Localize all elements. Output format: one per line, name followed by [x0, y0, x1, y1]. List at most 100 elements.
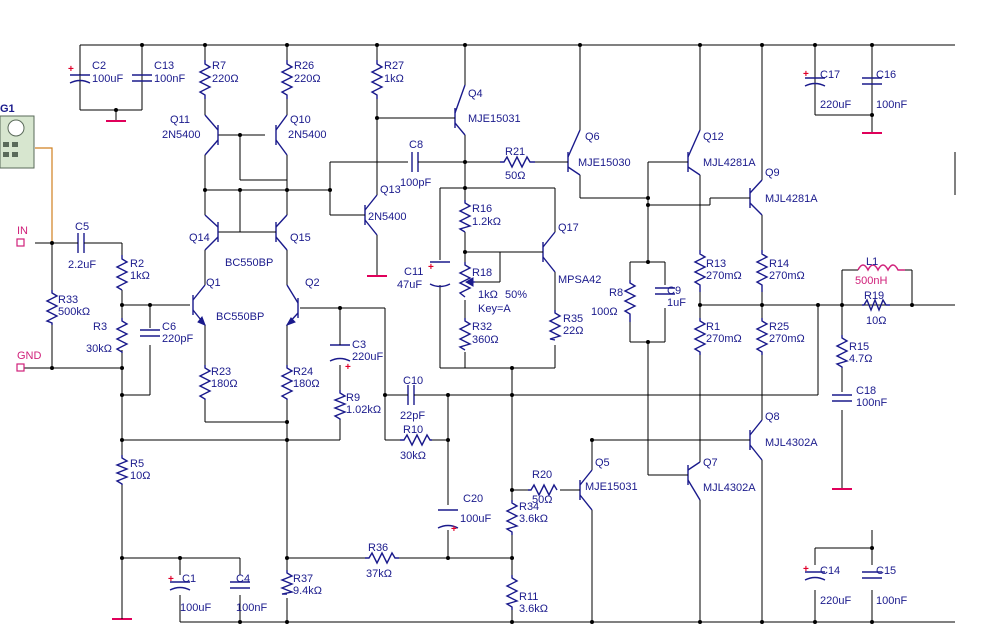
r33-ref: R33 [58, 294, 78, 306]
l1-value: 500nH [855, 275, 887, 287]
q10-model: 2N5400 [288, 129, 327, 141]
q10-ref: Q10 [290, 114, 311, 126]
junctions [50, 43, 914, 624]
c6-ref: C6 [162, 321, 176, 333]
r27-value: 1kΩ [384, 73, 404, 85]
c18-ref: C18 [856, 385, 876, 397]
c17-value: 220uF [820, 99, 851, 111]
r24-ref: R24 [293, 366, 313, 378]
q6-model: MJE15030 [578, 157, 631, 169]
signal-generator-G1[interactable] [0, 115, 35, 169]
r21-ref: R21 [505, 146, 525, 158]
q5-model: MJE15031 [585, 481, 638, 493]
r11-value: 3.6kΩ [519, 603, 548, 615]
r3-value: 30kΩ [86, 343, 112, 355]
q7-model: MJL4302A [703, 482, 756, 494]
capacitor-symbols: + + + + + + + [68, 45, 882, 591]
q12-model: MJL4281A [703, 157, 756, 169]
in-terminal-label: IN [17, 225, 28, 237]
r18-ref: R18 [472, 267, 492, 279]
c8-value: 100pF [400, 177, 431, 189]
gnd-terminal-label: GND [17, 350, 42, 362]
r10-ref: R10 [403, 424, 423, 436]
q13-ref: Q13 [380, 184, 401, 196]
transistor-symbols [192, 84, 763, 511]
r23-ref: R23 [211, 366, 231, 378]
q5-ref: Q5 [595, 457, 610, 469]
r36-ref: R36 [368, 542, 388, 554]
r5-ref: R5 [130, 458, 144, 470]
r13-ref: R13 [706, 258, 726, 270]
r37-ref: R37 [293, 573, 313, 585]
q1-model: BC550BP [216, 311, 264, 323]
component-labels: C2 100uF C13 100nF R7 220Ω R26 220Ω R27 … [58, 60, 907, 615]
c5-ref: C5 [75, 221, 89, 233]
c10-ref: C10 [403, 375, 423, 387]
generator-wire [35, 147, 53, 243]
c13-ref: C13 [154, 60, 174, 72]
c18-value: 100nF [856, 397, 887, 409]
c17-ref: C17 [820, 69, 840, 81]
r14-value: 270mΩ [769, 270, 805, 282]
c11-value: 47uF [397, 279, 422, 291]
r3-ref: R3 [93, 321, 107, 333]
r16-ref: R16 [472, 203, 492, 215]
c3-value: 220uF [352, 351, 383, 363]
r23-value: 180Ω [211, 378, 238, 390]
r27-ref: R27 [384, 60, 404, 72]
inductor-L1-symbol [857, 264, 905, 272]
c11-ref: C11 [404, 266, 423, 278]
r21-value: 50Ω [505, 170, 525, 182]
q12-ref: Q12 [703, 131, 724, 143]
q11-model: 2N5400 [162, 129, 201, 141]
resistor-symbols [45, 60, 890, 610]
r24-value: 180Ω [293, 378, 320, 390]
r9-value: 1.02kΩ [346, 404, 381, 416]
c13-value: 100nF [154, 73, 185, 85]
r2-value: 1kΩ [130, 270, 150, 282]
svg-text:+: + [803, 564, 809, 575]
q11-ref: Q11 [170, 114, 190, 126]
ground-symbols [106, 120, 882, 620]
c8-ref: C8 [409, 139, 423, 151]
q15-model: BC550BP [225, 257, 273, 269]
svg-text:+: + [451, 524, 457, 535]
c6-value: 220pF [162, 333, 193, 345]
c9-value: 1uF [667, 297, 686, 309]
q17-ref: Q17 [558, 222, 579, 234]
r11-ref: R11 [519, 591, 538, 603]
r1-ref: R1 [706, 321, 720, 333]
r7-value: 220Ω [212, 73, 239, 85]
r13-value: 270mΩ [706, 270, 742, 282]
c15-ref: C15 [876, 565, 896, 577]
l1-ref: L1 [866, 256, 878, 268]
c2-value: 100uF [92, 73, 123, 85]
q8-model: MJL4302A [765, 437, 818, 449]
r5-value: 10Ω [130, 470, 150, 482]
r18-setting: 50% [505, 289, 527, 301]
r26-ref: R26 [294, 60, 314, 72]
c15-value: 100nF [876, 595, 907, 607]
r16-value: 1.2kΩ [472, 216, 501, 228]
r2-ref: R2 [130, 258, 144, 270]
r37-value: 9.4kΩ [293, 585, 322, 597]
r34-ref: R34 [519, 501, 539, 513]
r18-value: 1kΩ [478, 289, 498, 301]
r7-ref: R7 [212, 60, 226, 72]
wiring [22, 44, 956, 623]
r10-value: 30kΩ [400, 450, 426, 462]
c5-value: 2.2uF [68, 259, 96, 271]
r8-value: 100Ω [591, 306, 618, 318]
r32-ref: R32 [472, 321, 492, 333]
generator-label: G1 [0, 103, 15, 115]
c1-ref: C1 [182, 573, 196, 585]
r1-value: 270mΩ [706, 333, 742, 345]
q1-ref: Q1 [206, 277, 221, 289]
q9-model: MJL4281A [765, 193, 818, 205]
c3-ref: C3 [352, 339, 366, 351]
r9-ref: R9 [346, 392, 360, 404]
gnd-terminal[interactable] [16, 363, 25, 372]
c4-value: 100nF [236, 602, 267, 614]
in-terminal[interactable] [16, 238, 25, 247]
